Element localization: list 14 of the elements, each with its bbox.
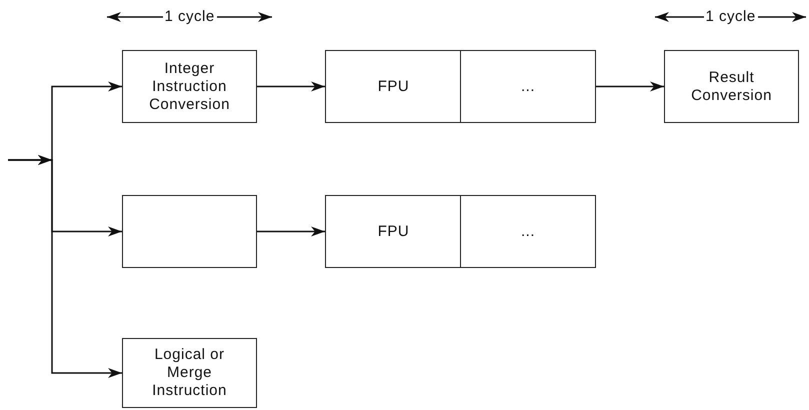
process-box: FPU [325, 50, 462, 123]
arrow [257, 82, 325, 92]
arrow [596, 82, 664, 92]
process-box: Result Conversion [664, 50, 799, 123]
process-box: Logical or Merge Instruction [122, 338, 257, 408]
process-box: ... [460, 195, 596, 268]
arrow [8, 155, 122, 378]
dimension-label: 1 cycle [704, 8, 758, 26]
empty-box [122, 195, 257, 268]
process-box: ... [460, 50, 596, 123]
process-box: Integer Instruction Conversion [122, 50, 257, 123]
arrow [257, 226, 325, 236]
dimension-label: 1 cycle [162, 8, 217, 26]
process-box: FPU [325, 195, 462, 268]
